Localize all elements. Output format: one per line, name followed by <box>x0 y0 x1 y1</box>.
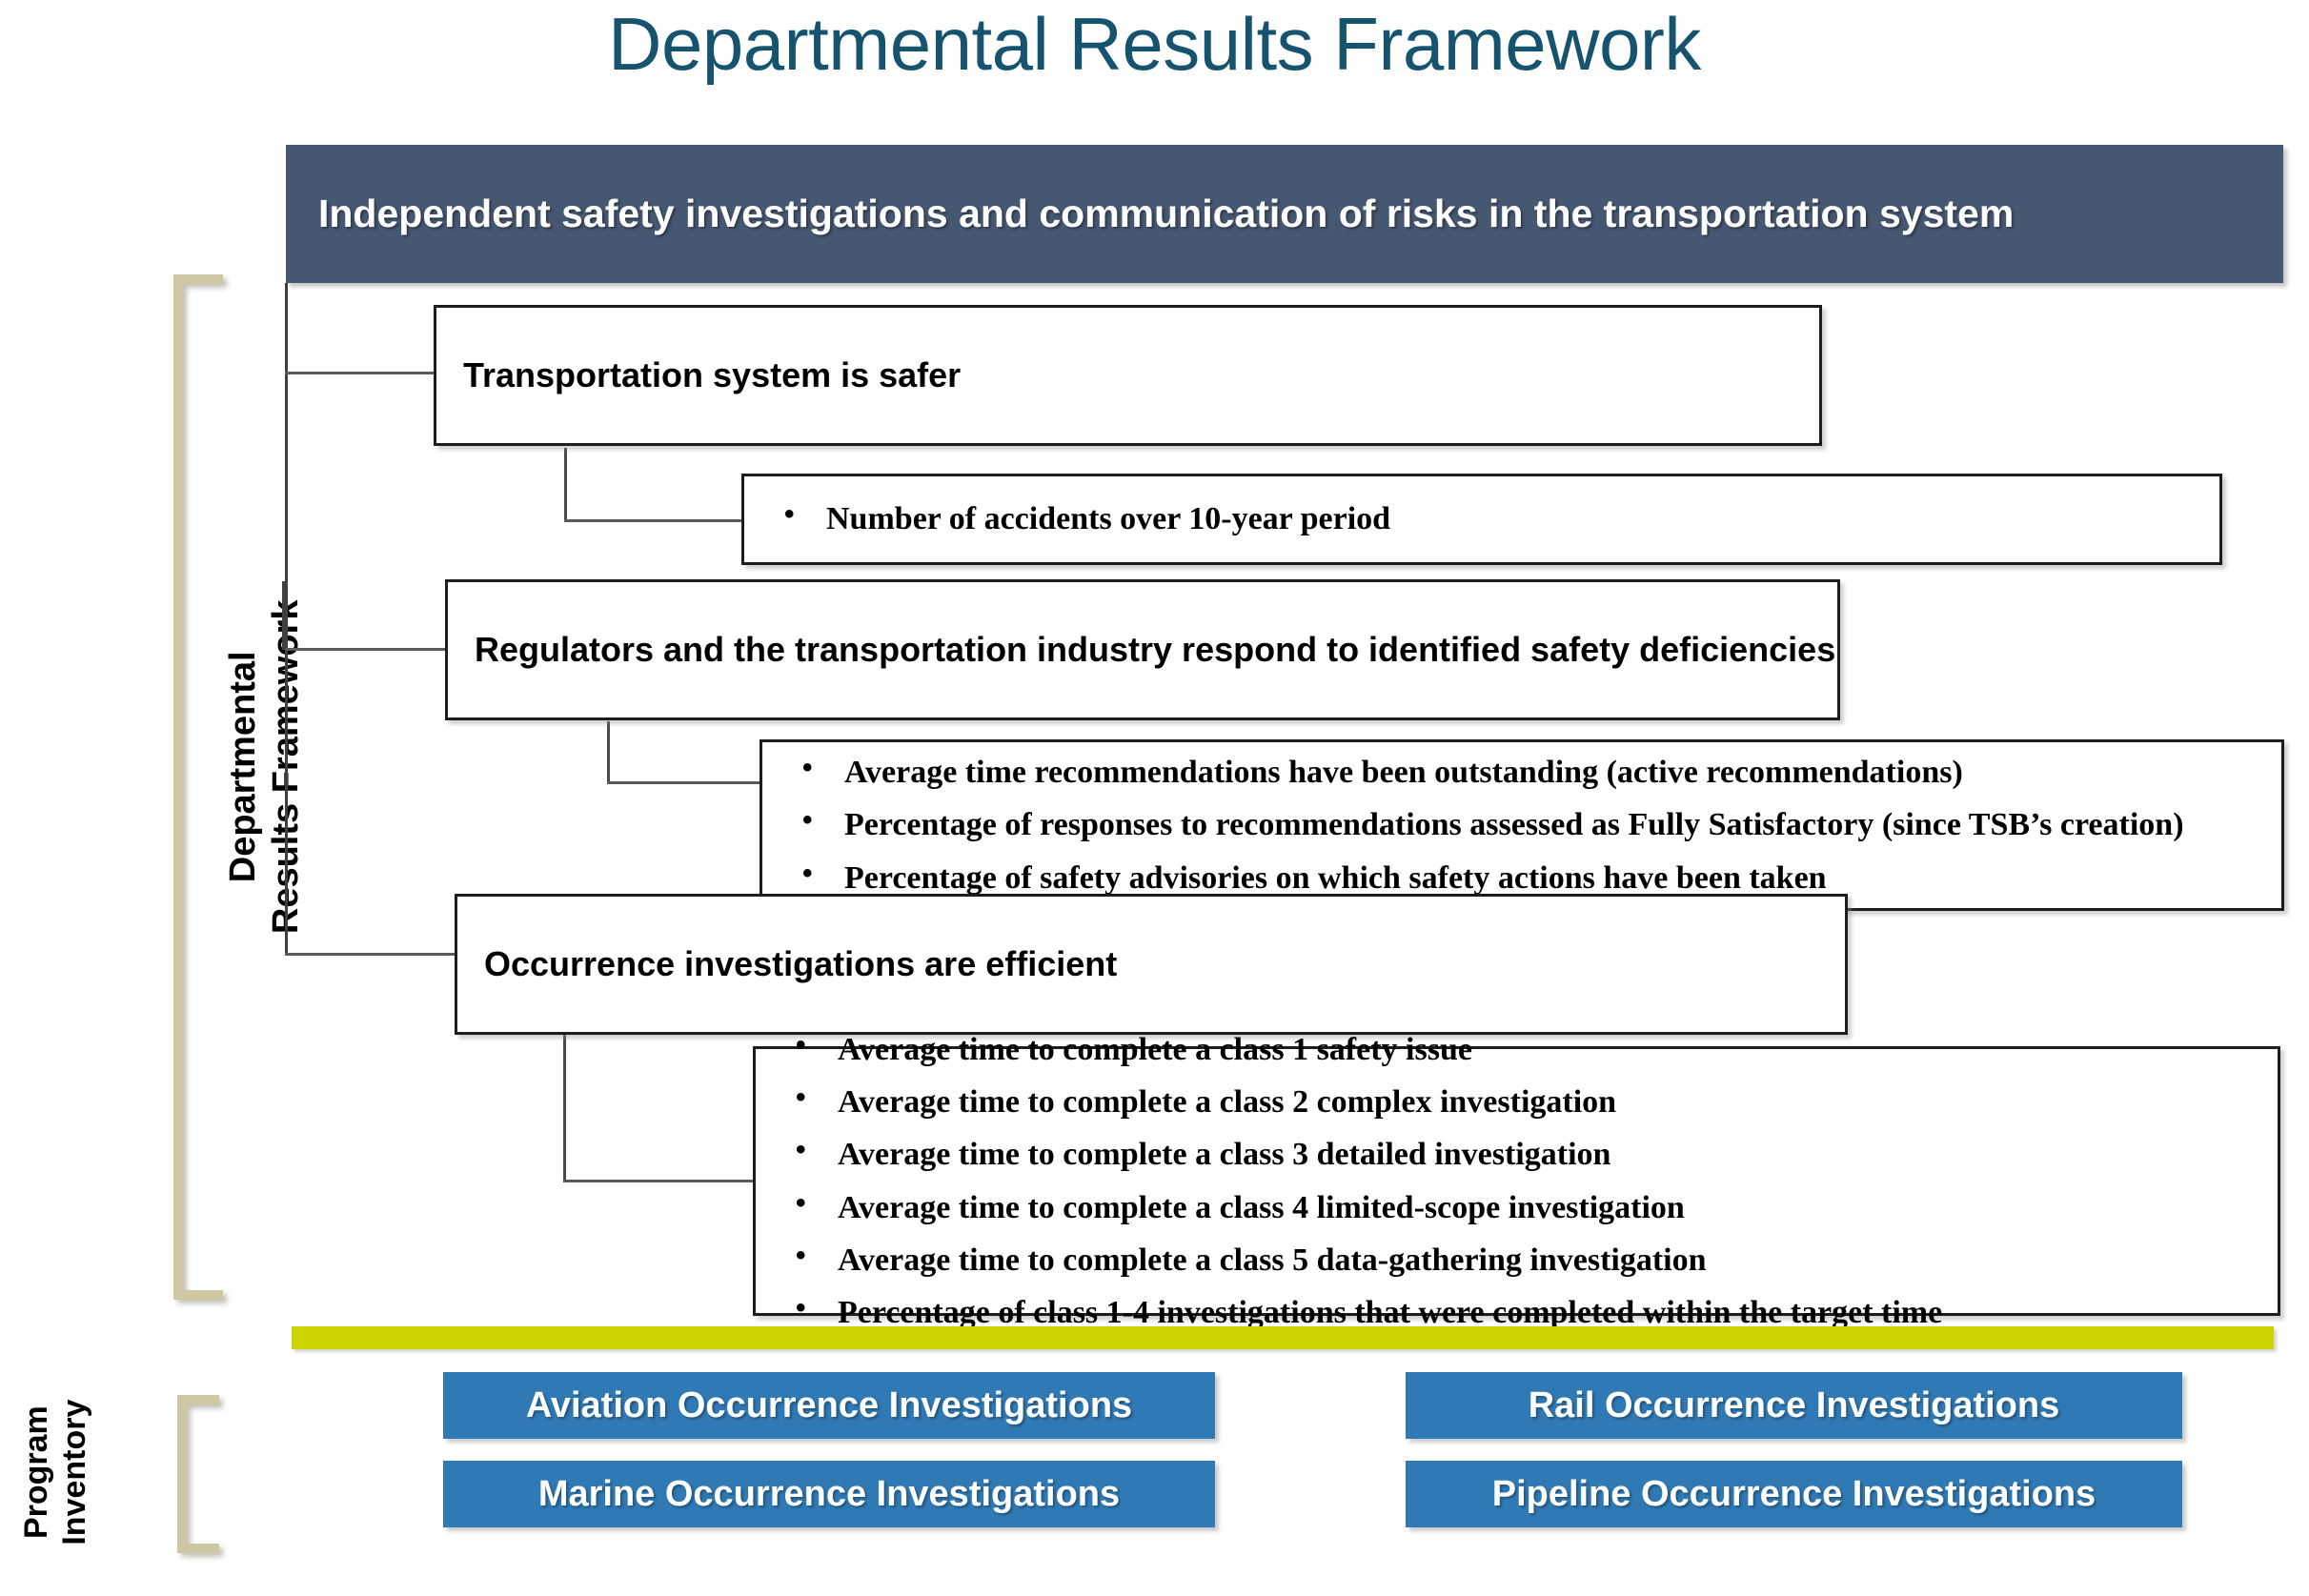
program-button-label: Pipeline Occurrence Investigations <box>1491 1473 2096 1514</box>
indicator-item: Average time to complete a class 3 detai… <box>788 1127 2278 1181</box>
indicator-list: Number of accidents over 10-year period <box>744 492 2219 545</box>
indicator-item: Percentage of class 1-4 investigations t… <box>788 1285 2278 1339</box>
indicator-item: Percentage of safety advisories on which… <box>795 851 2281 904</box>
program-button-label: Marine Occurrence Investigations <box>537 1473 1121 1514</box>
connector-indicator-2-vertical <box>607 721 610 783</box>
result-box-transportation-system-is-safer: Transportation system is safer <box>434 305 1822 446</box>
indicator-list: Average time recommendations have been o… <box>762 745 2281 904</box>
core-responsibility-label: Independent safety investigations and co… <box>318 191 2015 235</box>
indicator-item: Average time to complete a class 4 limit… <box>788 1180 2278 1234</box>
indicator-item: Average time to complete a class 2 compl… <box>788 1075 2278 1128</box>
connector-trunk-accent <box>282 581 288 650</box>
indicator-box-occurrence-investigations-are-efficient: Average time to complete a class 1 safet… <box>753 1022 2280 1331</box>
section-label-line-1: Departmental <box>223 651 264 883</box>
page-title: Departmental Results Framework <box>608 2 1701 86</box>
program-button-pipeline-occurrence-investigations[interactable]: Pipeline Occurrence Investigations <box>1406 1461 2182 1527</box>
result-label: Transportation system is safer <box>463 355 962 395</box>
section-label-line-2: Inventory <box>56 1399 92 1545</box>
result-box-regulators-and-industry-respond: Regulators and the transportation indust… <box>445 579 1840 720</box>
core-responsibility-banner: Independent safety investigations and co… <box>286 145 2283 283</box>
indicator-box-regulators-and-industry-respond: Average time recommendations have been o… <box>760 739 2284 911</box>
connector-branch-result-1 <box>285 372 435 374</box>
program-button-label: Aviation Occurrence Investigations <box>525 1384 1133 1425</box>
section-label-line-1: Program <box>17 1405 54 1540</box>
bracket-program-inventory <box>177 1395 219 1553</box>
indicator-item: Number of accidents over 10-year period <box>777 492 2219 545</box>
program-button-marine-occurrence-investigations[interactable]: Marine Occurrence Investigations <box>443 1461 1215 1527</box>
program-button-label: Rail Occurrence Investigations <box>1528 1384 2060 1425</box>
connector-indicator-3-horizontal <box>563 1180 756 1182</box>
indicator-list: Average time to complete a class 1 safet… <box>756 1022 2278 1339</box>
indicator-item: Average time to complete a class 1 safet… <box>788 1022 2278 1076</box>
program-button-aviation-occurrence-investigations[interactable]: Aviation Occurrence Investigations <box>443 1372 1215 1439</box>
bracket-departmental-results-framework <box>173 274 223 1300</box>
connector-indicator-3-vertical <box>563 1024 566 1182</box>
result-box-occurrence-investigations-are-efficient: Occurrence investigations are efficient <box>455 894 1848 1035</box>
result-label: Regulators and the transportation indust… <box>475 630 1836 670</box>
indicator-box-transportation-system-is-safer: Number of accidents over 10-year period <box>741 474 2222 565</box>
connector-branch-result-2 <box>285 648 445 651</box>
section-label-departmental-results-framework: Departmental Results Framework <box>222 253 308 1282</box>
connector-indicator-1-horizontal <box>564 519 745 522</box>
section-label-program-inventory: Program Inventory <box>17 1348 93 1596</box>
connector-indicator-1-vertical <box>564 448 567 521</box>
section-divider <box>292 1326 2274 1349</box>
indicator-item: Percentage of responses to recommendatio… <box>795 798 2281 851</box>
indicator-item: Average time recommendations have been o… <box>795 745 2281 798</box>
result-label: Occurrence investigations are efficient <box>484 944 1118 984</box>
program-button-rail-occurrence-investigations[interactable]: Rail Occurrence Investigations <box>1406 1372 2182 1439</box>
connector-branch-result-3 <box>285 953 455 956</box>
connector-indicator-2-horizontal <box>607 781 762 784</box>
indicator-item: Average time to complete a class 5 data-… <box>788 1233 2278 1286</box>
